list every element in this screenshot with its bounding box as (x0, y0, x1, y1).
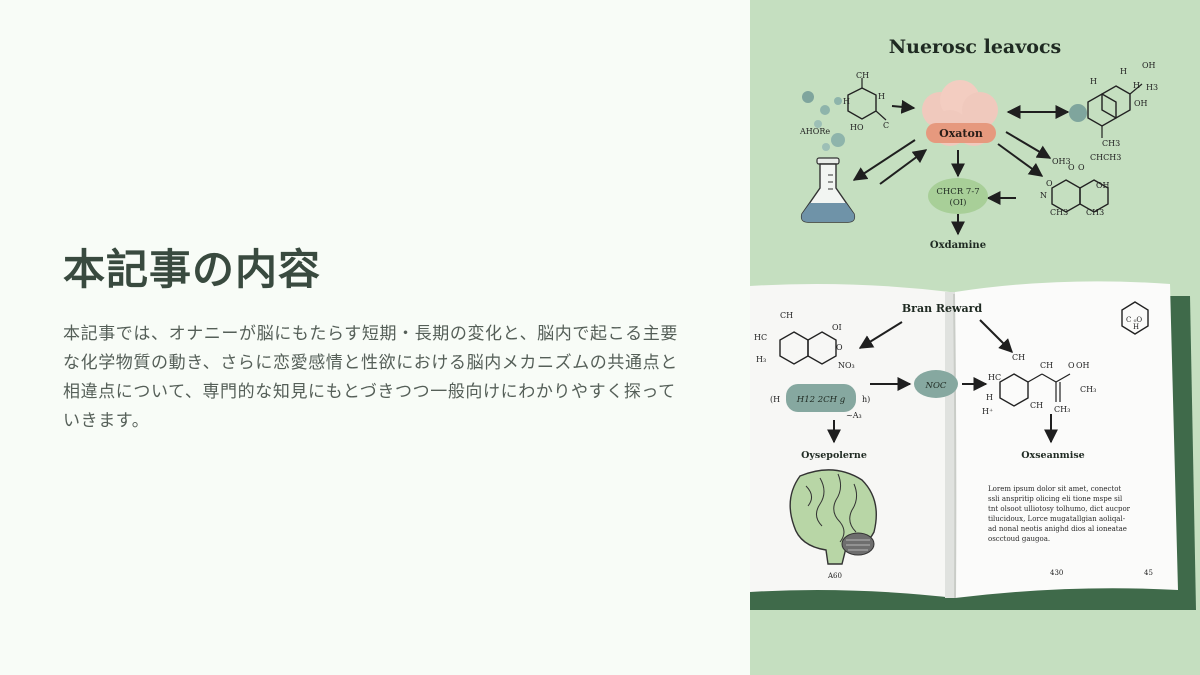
svg-text:OH: OH (1076, 361, 1090, 370)
svg-text:OI: OI (832, 323, 842, 332)
svg-text:CH: CH (1012, 353, 1025, 362)
book-right-molecule: CH HC H H⁺ CH O OH CH₃ CH CH₃ (982, 353, 1096, 416)
lorem-line: Lorem ipsum dolor sit amet, conectot (988, 485, 1121, 493)
hexagon-icon: C ₀O H (1121, 301, 1149, 335)
illustration-panel: Nuerosc leavocs CH H H HO C AHORe (750, 0, 1200, 675)
book-left-molecule: CH HC H₃ OI O NO₃ (754, 311, 855, 370)
lorem-line: ad nonal neotis anighd dios al ioneatae (988, 525, 1127, 533)
svg-text:CH₃: CH₃ (1080, 385, 1096, 394)
svg-text:N: N (1040, 191, 1047, 200)
right-middle-molecule: OH3 O O CHCH3 O OH N CH3 CH3 (1040, 153, 1121, 217)
svg-text:C ₀O: C ₀O (1126, 316, 1142, 324)
svg-text:H₃: H₃ (756, 355, 766, 364)
svg-text:OH: OH (1096, 181, 1110, 190)
svg-text:NO₃: NO₃ (838, 361, 855, 370)
svg-text:H: H (1133, 323, 1139, 331)
center-pill-label: NOC (925, 381, 947, 391)
slide-body: 本記事では、オナニーが脳にもたらす短期・長期の変化と、脳内で起こる主要な化学物質… (63, 324, 678, 431)
bottom-label: Oxdamine (930, 240, 986, 251)
svg-text:(H: (H (770, 395, 780, 404)
svg-text:OH: OH (1142, 61, 1156, 70)
svg-text:O: O (1046, 179, 1053, 188)
svg-text:HC: HC (988, 373, 1001, 382)
svg-text:O: O (1068, 163, 1075, 172)
svg-text:O: O (1068, 361, 1075, 370)
svg-text:HO: HO (850, 123, 864, 132)
svg-text:CH: CH (780, 311, 793, 320)
center-label: Oxaton (939, 127, 983, 140)
middle-blob: CHCR 7-7 (OI) (928, 178, 988, 214)
svg-text:OH3: OH3 (1052, 157, 1071, 166)
svg-text:H⁺: H⁺ (982, 407, 993, 416)
page-number-mid: 430 (1050, 569, 1063, 577)
svg-text:CH₃: CH₃ (1054, 405, 1070, 414)
lorem-line: oscctoud gaugoa. (988, 535, 1050, 543)
brain-icon (789, 469, 877, 565)
svg-text:C: C (883, 121, 889, 130)
svg-text:CHCH3: CHCH3 (1090, 153, 1121, 162)
page-number-right: 45 (1144, 569, 1153, 577)
diagram-title: Nuerosc leavocs (889, 36, 1061, 58)
svg-text:CH: CH (1030, 401, 1043, 410)
svg-text:CH3: CH3 (1050, 208, 1068, 217)
neuroscience-illustration: Nuerosc leavocs CH H H HO C AHORe (750, 36, 1200, 612)
right-top-molecule: OH H H H3 H OH CH3 (1069, 61, 1158, 148)
lorem-line: tilucidoux, Lorce mugatallgian aoliqal- (988, 515, 1126, 523)
lorem-block: Lorem ipsum dolor sit amet, conectot ssl… (988, 485, 1131, 543)
svg-text:CH3: CH3 (1102, 139, 1120, 148)
svg-text:CH3: CH3 (1086, 208, 1104, 217)
svg-text:H3: H3 (1146, 83, 1158, 92)
oxaton-cloud: Oxaton (922, 80, 998, 146)
text-panel: 本記事の内容 本記事では、オナニーが脳にもたらす短期・長期の変化と、脳内で起こる… (63, 245, 678, 431)
svg-text:CH: CH (856, 71, 869, 80)
molecule-label: AHORe (799, 127, 830, 136)
middle-label-1: CHCR 7-7 (936, 187, 979, 197)
svg-text:O: O (836, 343, 843, 352)
book-heading: Bran Reward (902, 302, 983, 315)
lorem-line: tnt olsoot ulliotosy tolhumo, dict aucpo… (988, 505, 1131, 513)
noc-blob (914, 370, 958, 398)
svg-text:H: H (878, 92, 885, 101)
svg-text:~A₃: ~A₃ (846, 411, 862, 420)
slide-title: 本記事の内容 (63, 245, 322, 294)
svg-text:h): h) (862, 395, 870, 404)
svg-text:H: H (843, 97, 850, 106)
svg-text:H: H (1133, 81, 1140, 90)
svg-text:O: O (1078, 163, 1085, 172)
right-page-caption: Oxseanmise (1021, 450, 1084, 461)
svg-text:H: H (986, 393, 993, 402)
flask-icon (800, 157, 856, 223)
page-number-left: A60 (827, 572, 842, 580)
left-molecule: CH H H HO C AHORe (799, 71, 889, 151)
svg-text:H: H (1090, 77, 1097, 86)
svg-text:HC: HC (754, 333, 767, 342)
svg-text:CH: CH (1040, 361, 1053, 370)
lorem-line: ssli anspritip olicing eli tione mspe si… (988, 495, 1123, 503)
left-pill-label: H12 2CH g (796, 395, 846, 405)
middle-label-2: (OI) (950, 197, 967, 208)
svg-text:H: H (1120, 67, 1127, 76)
left-page-caption: Oysepolerne (801, 450, 867, 461)
svg-text:OH: OH (1134, 99, 1148, 108)
